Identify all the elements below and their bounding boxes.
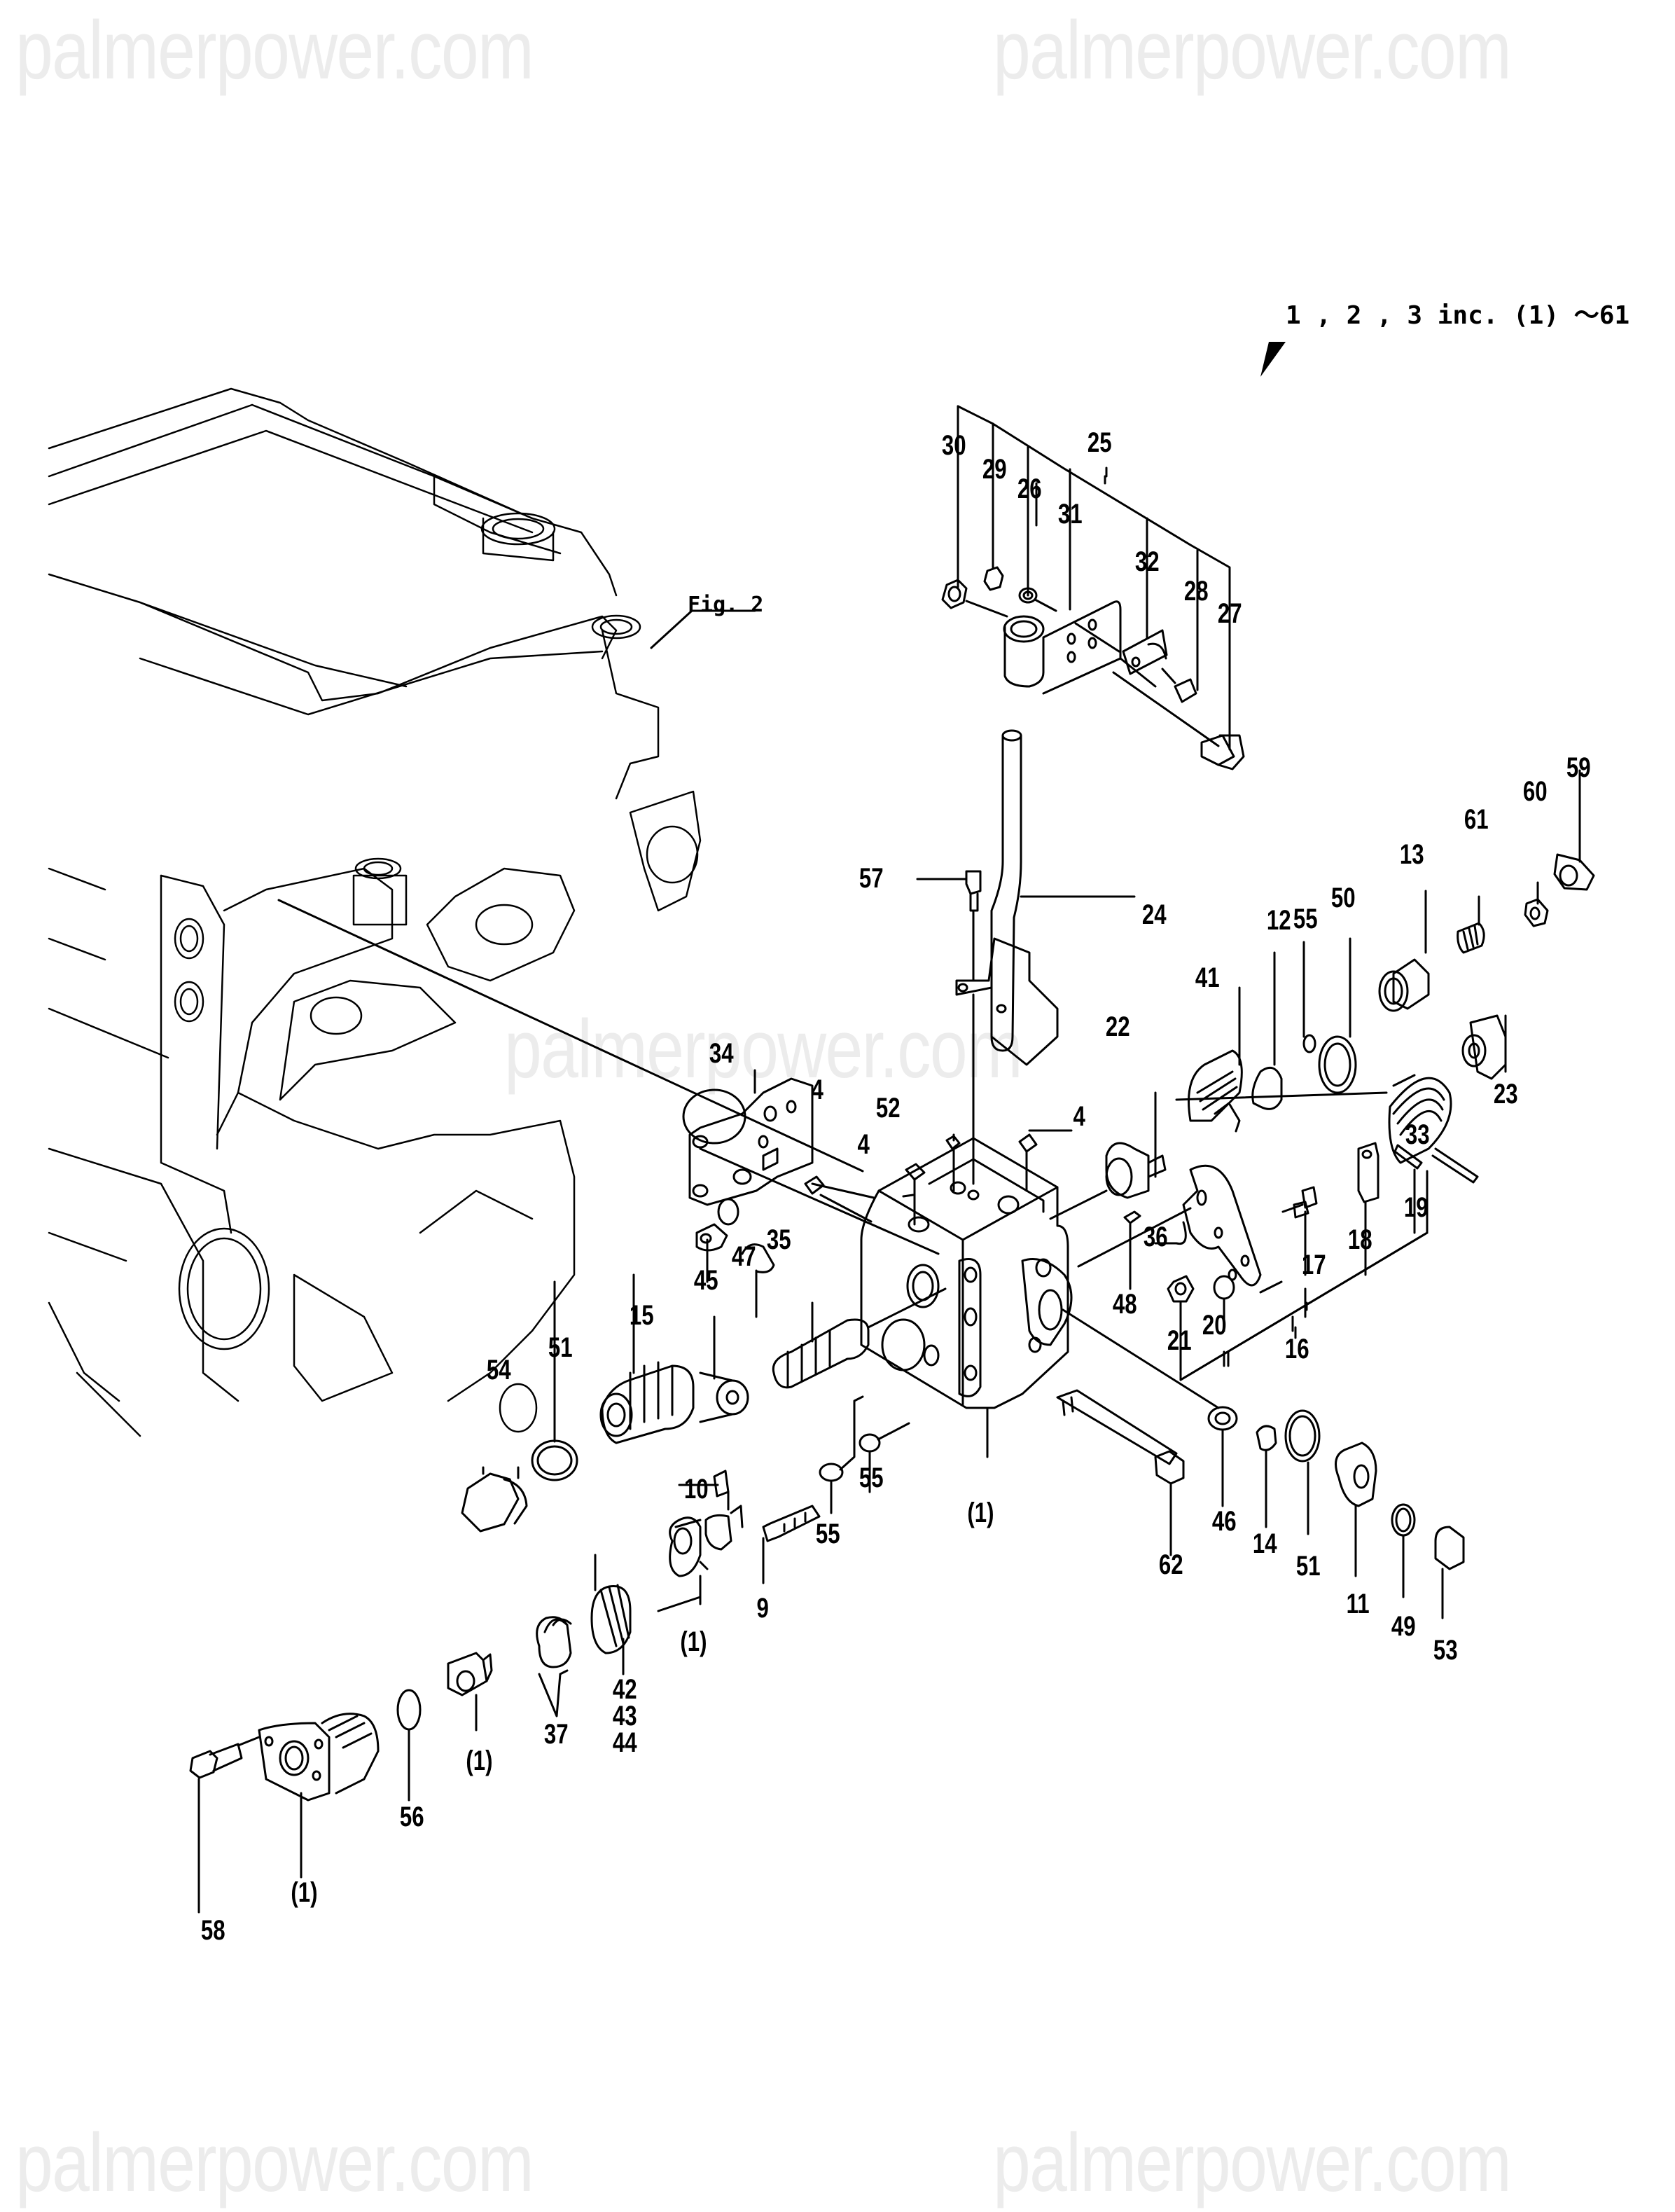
right-side-parts-drawing [1056, 1308, 1465, 1619]
part-callout[interactable]: 45 [693, 1265, 718, 1296]
part-callout[interactable]: 50 [1330, 883, 1356, 913]
part-callout[interactable]: 46 [1211, 1506, 1237, 1537]
pointer-arrow-icon [1260, 342, 1286, 377]
part-callout[interactable]: (1) [466, 1746, 493, 1776]
part-callout[interactable]: 4 [1073, 1101, 1085, 1132]
part-callout[interactable]: 9 [756, 1593, 769, 1624]
group-brackets [1179, 1231, 1429, 1381]
part-callout[interactable]: (1) [680, 1626, 707, 1657]
part-callout[interactable]: 22 [1105, 1011, 1130, 1042]
watermark: palmerpower.com [993, 4, 1512, 97]
part-callout[interactable]: 37 [543, 1719, 569, 1750]
part-callout[interactable]: 51 [548, 1332, 573, 1363]
part-callout[interactable]: 26 [1017, 473, 1042, 504]
part-callout[interactable]: 28 [1183, 576, 1209, 607]
part-callout[interactable]: 30 [941, 430, 966, 461]
part-callout[interactable]: 29 [982, 454, 1007, 485]
part-callout[interactable]: 55 [859, 1463, 884, 1493]
part-callout[interactable]: 53 [1433, 1635, 1458, 1666]
plug-screws-drawing [804, 1129, 1073, 1226]
part-callout[interactable]: 23 [1493, 1079, 1518, 1110]
part-callout[interactable]: (1) [291, 1877, 318, 1908]
part-callout[interactable]: 32 [1134, 546, 1160, 577]
part-callout[interactable]: 10 [683, 1474, 709, 1505]
part-callout[interactable]: 52 [875, 1093, 901, 1124]
part-callout[interactable]: 56 [399, 1802, 424, 1832]
part-callout[interactable]: 58 [200, 1915, 225, 1946]
part-callout[interactable]: 27 [1217, 598, 1242, 629]
part-callout[interactable]: 31 [1057, 499, 1083, 530]
part-callout[interactable]: 43 [612, 1701, 637, 1731]
part-callout[interactable]: 4 [857, 1129, 870, 1160]
part-callout[interactable]: 4 [811, 1074, 823, 1105]
part-callout[interactable]: 13 [1399, 839, 1424, 870]
part-callout[interactable]: 33 [1405, 1119, 1430, 1150]
assembly-note: 1 , 2 , 3 inc. (1) 〜61 [1286, 301, 1630, 330]
part-callout[interactable]: 19 [1403, 1192, 1429, 1223]
part-callout[interactable]: 47 [731, 1241, 756, 1272]
part-callout[interactable]: 18 [1347, 1224, 1372, 1255]
part-callout[interactable]: 42 [612, 1674, 637, 1705]
fitting-parts-drawing [1049, 769, 1595, 1234]
part-callout[interactable]: 62 [1158, 1549, 1183, 1580]
part-callout[interactable]: 15 [629, 1300, 654, 1331]
valve-internals-drawing [189, 1223, 947, 1914]
part-callout[interactable]: 12 [1266, 905, 1291, 936]
part-callout[interactable]: 59 [1566, 752, 1591, 783]
figure-reference-link[interactable]: Fig. 2 [688, 593, 764, 617]
watermark: palmerpower.com [504, 1003, 1023, 1095]
part-callout[interactable]: 20 [1202, 1310, 1227, 1341]
part-callout[interactable]: 48 [1112, 1289, 1137, 1320]
part-callout[interactable]: 36 [1143, 1222, 1168, 1252]
part-callout[interactable]: 17 [1301, 1250, 1326, 1280]
part-callout[interactable]: 41 [1195, 962, 1220, 993]
part-callout[interactable]: 35 [766, 1224, 791, 1255]
watermark: palmerpower.com [15, 2117, 534, 2209]
gasket-drawing [277, 899, 940, 1255]
valve-body-drawing [860, 1137, 1073, 1458]
bracket-assembly-drawing [941, 405, 1245, 770]
engine-block-drawing [48, 387, 702, 1437]
part-callout[interactable]: 25 [1087, 427, 1112, 458]
part-callout[interactable]: 21 [1167, 1325, 1192, 1356]
part-callout[interactable]: 24 [1141, 899, 1167, 930]
part-callout[interactable]: 57 [859, 863, 884, 894]
part-callout[interactable]: 54 [486, 1355, 511, 1385]
part-callout[interactable]: 34 [709, 1038, 734, 1069]
part-callout[interactable]: 11 [1346, 1589, 1370, 1619]
part-callout[interactable]: 14 [1252, 1528, 1277, 1559]
part-callout[interactable]: 55 [1293, 904, 1318, 934]
part-callout[interactable]: 16 [1284, 1334, 1309, 1364]
part-callout[interactable]: (1) [967, 1498, 994, 1528]
watermark: palmerpower.com [15, 4, 534, 97]
part-callout[interactable]: 61 [1464, 804, 1489, 835]
part-callout[interactable]: 51 [1295, 1551, 1321, 1582]
part-callout[interactable]: 49 [1391, 1611, 1416, 1642]
shaft-drawing [916, 729, 1136, 1185]
part-callout[interactable]: 55 [815, 1519, 840, 1549]
part-callout[interactable]: 60 [1522, 776, 1548, 807]
part-callout[interactable]: 44 [612, 1727, 637, 1758]
watermark: palmerpower.com [993, 2117, 1512, 2209]
